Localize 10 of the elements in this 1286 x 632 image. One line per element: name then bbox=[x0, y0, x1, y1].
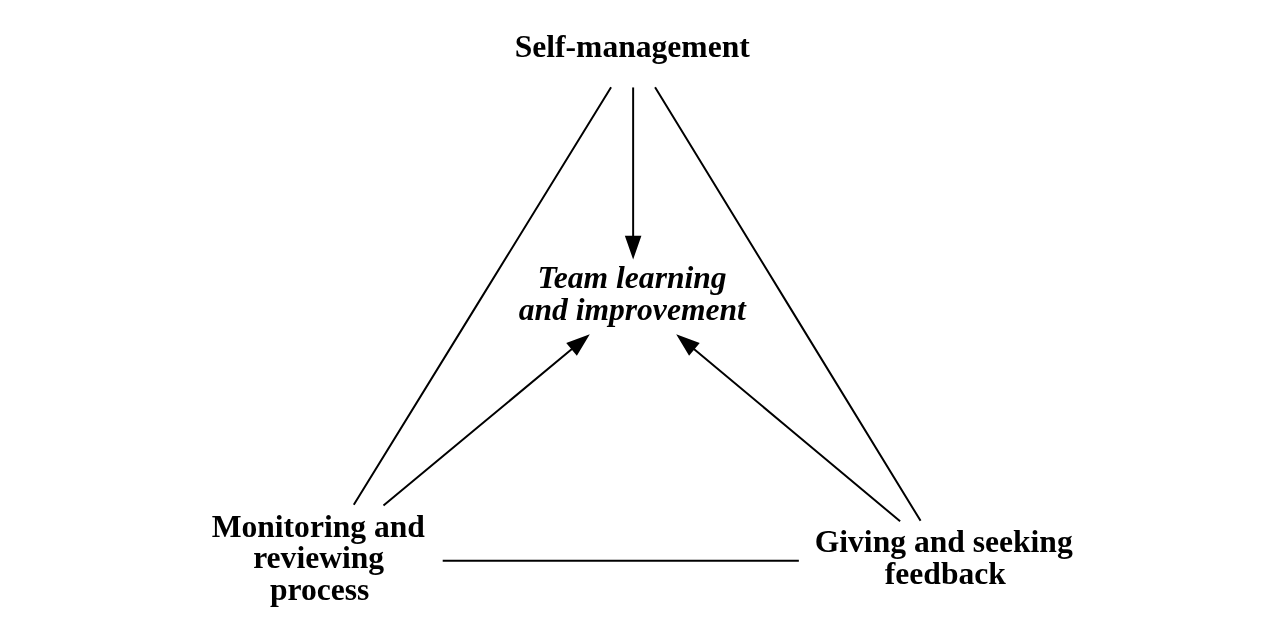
arrow bbox=[624, 86, 641, 260]
arrow bbox=[382, 334, 590, 507]
connector bbox=[441, 559, 800, 562]
connector bbox=[352, 86, 612, 506]
arrow bbox=[675, 334, 901, 523]
connector bbox=[653, 86, 922, 522]
node-text: Monitoring and reviewing process bbox=[211, 508, 425, 607]
node-text: Team learning and improvement bbox=[518, 259, 746, 327]
node-text: Self-management bbox=[514, 29, 750, 65]
node-text: Giving and seeking feedback bbox=[814, 524, 1073, 592]
